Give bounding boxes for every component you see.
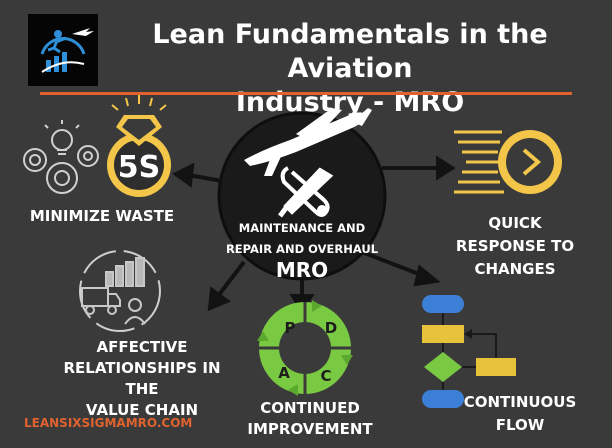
logo [28, 14, 98, 86]
tools-icon [278, 166, 334, 218]
title-line-1: Lean Fundamentals in the Aviation [152, 19, 548, 84]
flow-line-2: FLOW [495, 416, 545, 434]
airplane-icon [244, 108, 372, 176]
website-link[interactable]: LEANSIXSIGMAMRO.COM [24, 416, 193, 430]
arrow-to-affective [216, 260, 246, 298]
label-continuous-flow: CONTINUOUS FLOW [460, 391, 580, 437]
continued-line-1: CONTINUED [260, 399, 360, 417]
continued-line-2: IMPROVEMENT [247, 420, 373, 438]
quick-line-3: CHANGES [474, 260, 556, 278]
flowchart-icon [422, 295, 516, 408]
pdca-c: C [320, 367, 331, 385]
affective-line-1: AFFECTIVE [96, 338, 188, 356]
label-affective-relationships: AFFECTIVE RELATIONSHIPS IN THE VALUE CHA… [52, 337, 232, 421]
arrow-to-5s [187, 173, 223, 183]
arrow-to-flow [361, 250, 425, 278]
affective-line-2: RELATIONSHIPS IN THE [63, 359, 221, 398]
quick-line-1: QUICK [488, 214, 542, 232]
center-line-2: REPAIR AND OVERHAUL [225, 242, 379, 256]
five-s-label: 5S [118, 150, 160, 185]
affective-line-3: VALUE CHAIN [85, 401, 199, 419]
gears-bulb-icon [23, 120, 99, 194]
center-line-1: MAINTENANCE AND [238, 221, 366, 235]
center-mro-label: MRO [275, 258, 329, 282]
page-title: Lean Fundamentals in the Aviation Indust… [100, 18, 600, 120]
pdca-d: D [325, 319, 337, 337]
pdca-p: P [285, 319, 296, 337]
value-chain-icon [79, 250, 161, 332]
pdca-cycle-icon: P D C A [257, 300, 353, 396]
speed-clock-icon [454, 130, 562, 194]
flow-line-1: CONTINUOUS [463, 393, 577, 411]
center-label: MAINTENANCE AND REPAIR AND OVERHAUL [218, 218, 386, 260]
diamond-ring-icon: 5S [107, 95, 171, 197]
label-quick-response: QUICK RESPONSE TO CHANGES [440, 212, 590, 281]
label-continued-improvement: CONTINUED IMPROVEMENT [230, 398, 390, 440]
title-divider [40, 92, 572, 95]
pdca-a: A [278, 364, 290, 382]
quick-line-2: RESPONSE TO [455, 237, 575, 255]
label-minimize-waste: MINIMIZE WASTE [29, 207, 175, 225]
